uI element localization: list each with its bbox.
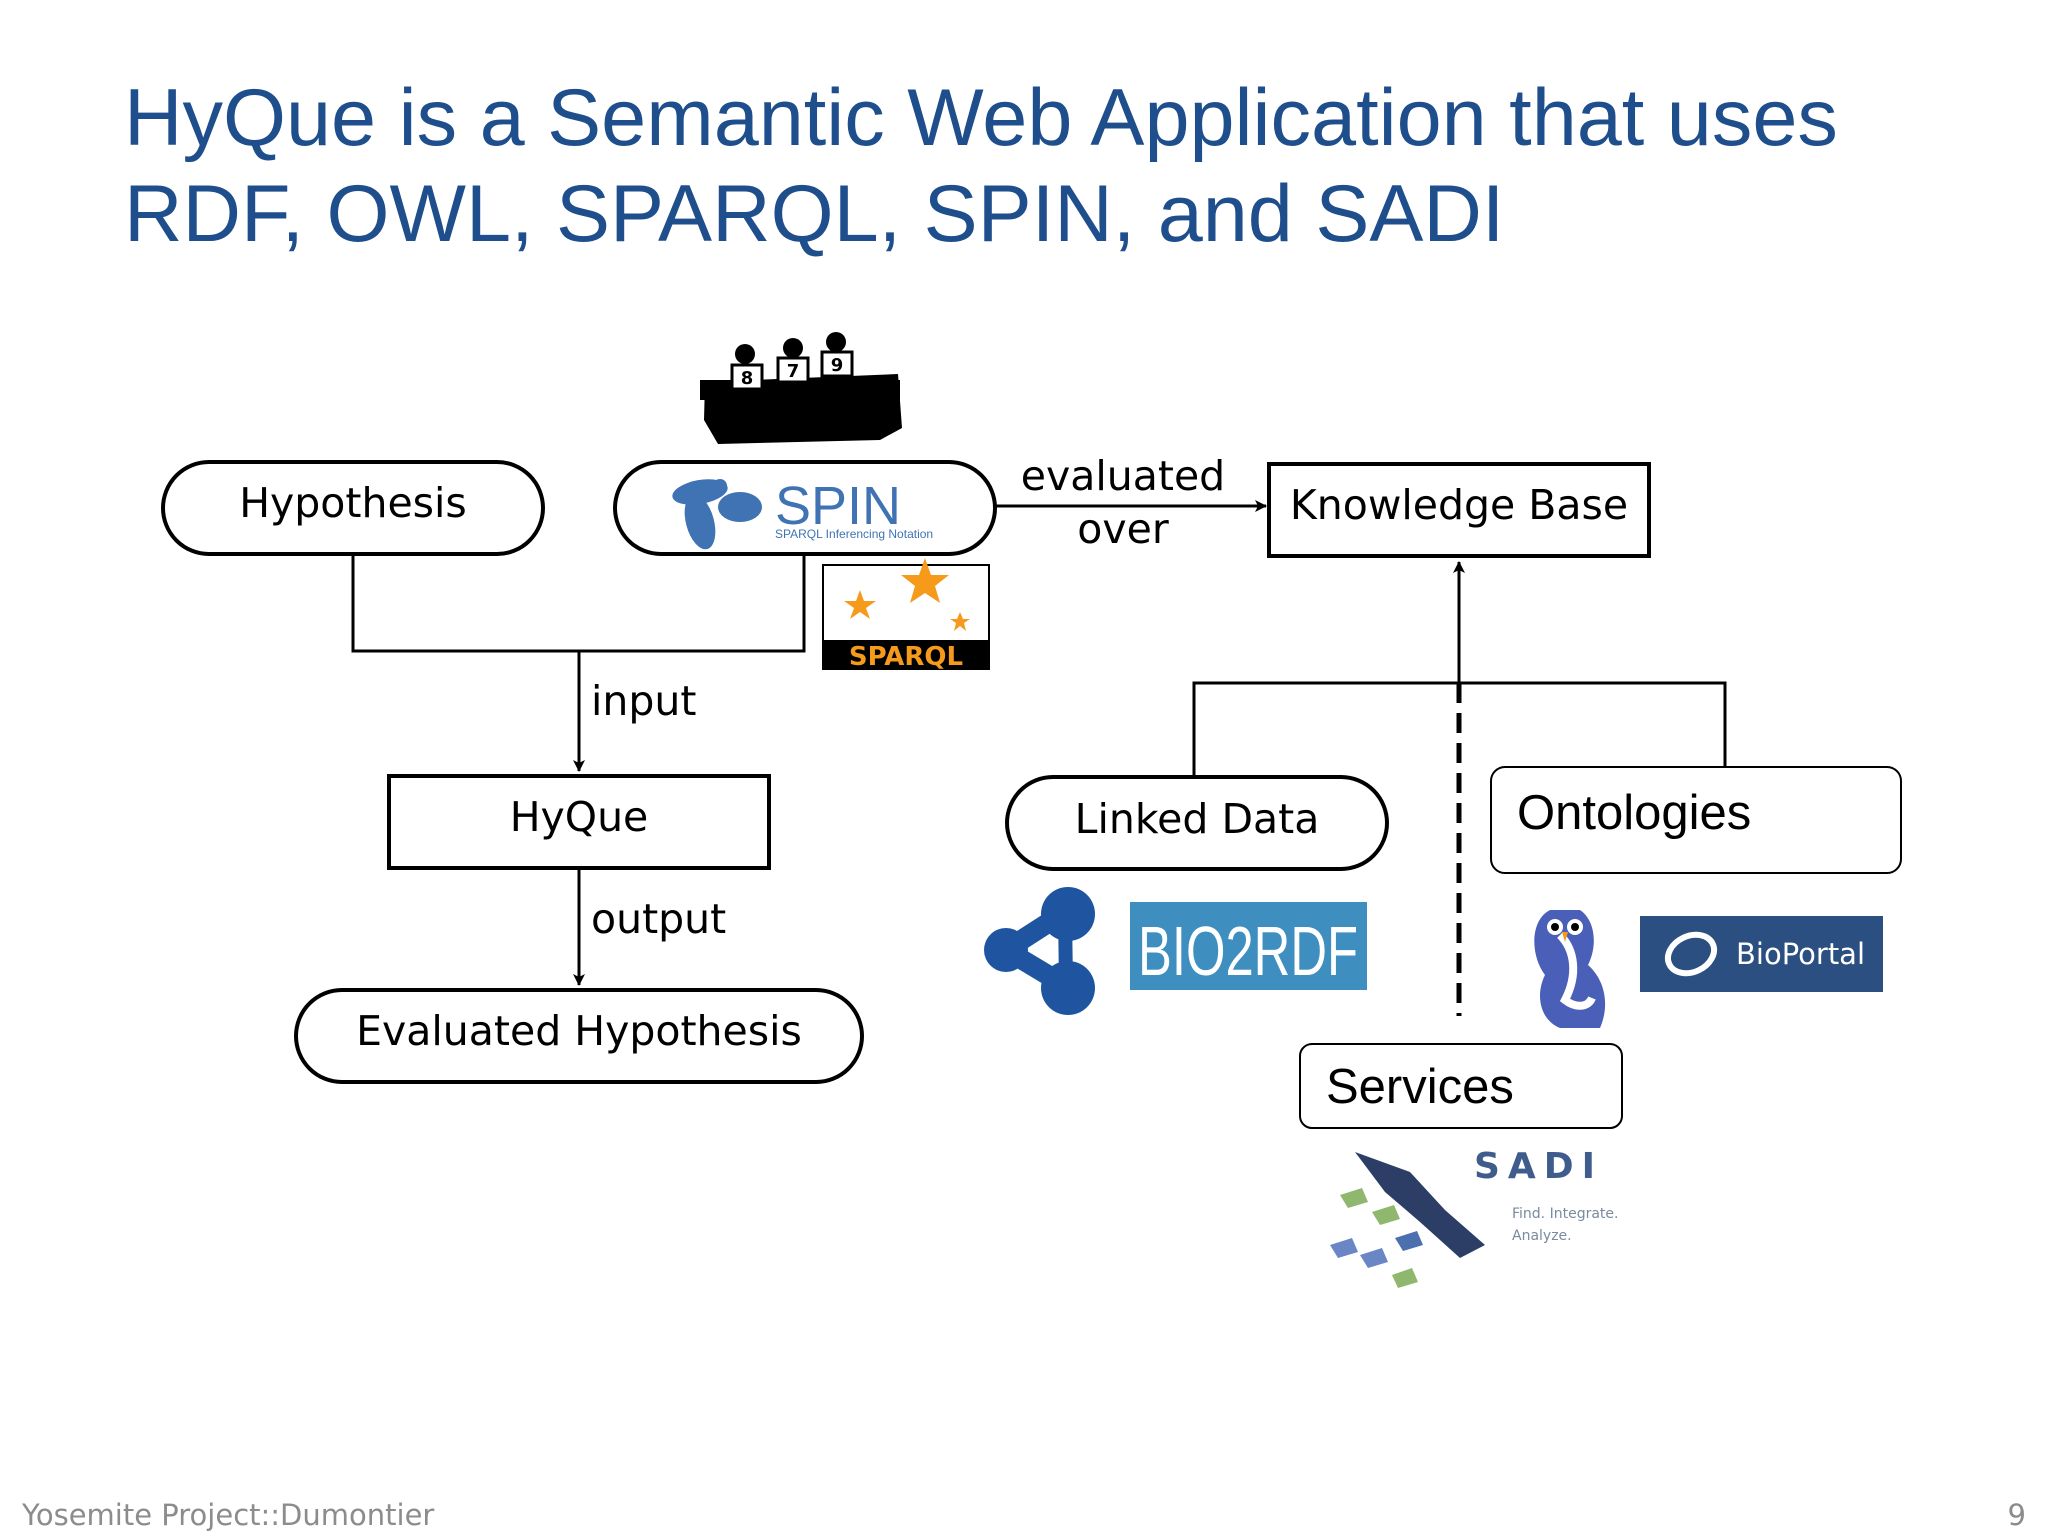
sadi-tagline-1: Find. Integrate.	[1512, 1206, 1618, 1222]
star-icon	[844, 590, 876, 619]
bio2rdf-logo-text: BIO2RDF	[1138, 912, 1358, 990]
bio2rdf-logo: BIO2RDF	[1130, 902, 1367, 990]
hyque-node	[387, 774, 771, 870]
edge-label-evaluated: evaluated	[1021, 452, 1225, 500]
edge-label-output: output	[591, 895, 726, 943]
evaluated-hypothesis-label: Evaluated Hypothesis	[356, 1007, 802, 1055]
services-label: Services	[1326, 1060, 1514, 1114]
hypothesis-label: Hypothesis	[239, 479, 467, 527]
linked-data-network-icon	[984, 887, 1095, 1015]
owl-icon	[1534, 910, 1606, 1028]
judge-score-1: 8	[741, 368, 754, 389]
sadi-logo-text: SADI	[1474, 1146, 1603, 1187]
ontologies-label: Ontologies	[1517, 786, 1751, 840]
services-node	[1299, 1043, 1623, 1129]
footer-project-label: Yosemite Project::Dumontier	[22, 1498, 435, 1532]
edge-label-over: over	[1077, 505, 1169, 553]
sadi-logo: SADI Find. Integrate. Analyze.	[1330, 1146, 1618, 1288]
input-join-connector	[351, 556, 806, 653]
sparql-logo-text: SPARQL	[849, 642, 963, 672]
hyque-label: HyQue	[510, 793, 649, 841]
sparql-logo: SPARQL	[822, 558, 990, 672]
judges-scorecard-icon: 8 7 9	[700, 332, 902, 444]
spin-logo-icon	[672, 479, 762, 550]
linked-data-label: Linked Data	[1075, 795, 1320, 843]
star-icon	[901, 558, 949, 603]
slide-title-line-2: RDF, OWL, SPARQL, SPIN, and SADI	[124, 169, 1505, 259]
slide-title: HyQue is a Semantic Web Application that…	[124, 70, 1964, 262]
evaluated-hypothesis-node	[294, 988, 864, 1084]
bioportal-logo: BioPortal	[1640, 916, 1883, 992]
linked-data-node	[1005, 775, 1389, 871]
knowledge-base-label: Knowledge Base	[1290, 481, 1628, 529]
ontologies-node	[1490, 766, 1902, 874]
slide-title-line-1: HyQue is a Semantic Web Application that…	[124, 73, 1838, 163]
sadi-tagline-2: Analyze.	[1512, 1228, 1572, 1244]
spin-tagline: SPARQL Inferencing Notation	[775, 527, 933, 541]
spin-logo-text: SPIN	[775, 476, 901, 536]
knowledge-base-node	[1267, 462, 1651, 558]
hypothesis-node	[161, 460, 545, 556]
judge-score-2: 7	[787, 361, 800, 382]
edge-label-input: input	[591, 677, 696, 725]
bioportal-logo-text: BioPortal	[1736, 937, 1865, 971]
slide-page-number: 9	[2007, 1498, 2026, 1532]
star-icon	[950, 612, 970, 631]
judge-score-3: 9	[831, 355, 844, 376]
